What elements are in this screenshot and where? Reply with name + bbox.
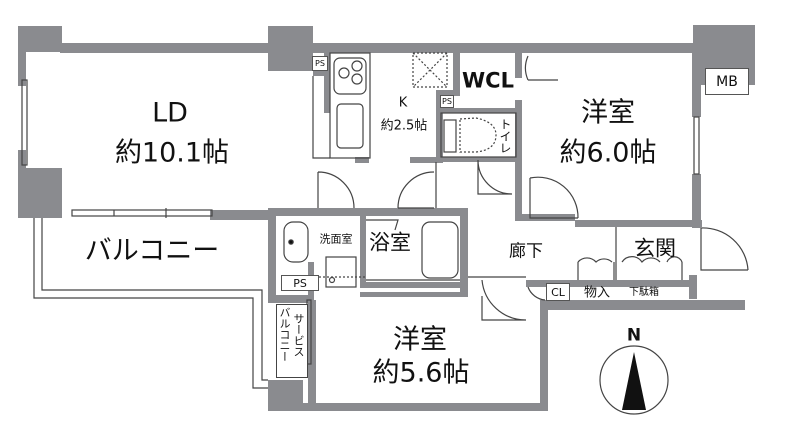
ps-box-3: PS (281, 275, 319, 291)
toilet-label: トイレ (498, 118, 512, 154)
entrance-label: 玄関 (634, 236, 676, 261)
lines (21, 52, 749, 415)
ld-name: LD (152, 97, 188, 129)
washroom-label: 洗面室 (319, 232, 353, 246)
room1-name: 洋室 (581, 97, 635, 129)
service-balcony-line2: バルコニー (278, 307, 291, 362)
bathroom-label: 浴室 (369, 230, 411, 255)
shoe-box-label: 下駄箱 (629, 287, 659, 298)
room2-size: 約5.6帖 (372, 357, 470, 389)
ps-box-1: PS (312, 56, 328, 71)
storage-label: 物入 (583, 285, 611, 301)
hallway-label: 廊下 (509, 241, 543, 262)
ld-size: 約10.1帖 (114, 137, 230, 169)
room2-name: 洋室 (393, 324, 447, 356)
kitchen-size: 約2.5帖 (380, 118, 428, 134)
ps-box-2: PS (440, 95, 454, 108)
mb-box: MB (705, 68, 749, 95)
kitchen-name: K (398, 95, 408, 111)
room1-size: 約6.0帖 (559, 137, 657, 169)
wcl-label: WCL (462, 68, 514, 93)
compass-north-label: N (626, 325, 642, 346)
balcony-label: バルコニー (84, 235, 220, 267)
closet-box: CL (546, 283, 570, 301)
walls (18, 25, 755, 411)
service-balcony-line1: サービス (292, 313, 305, 357)
service-balcony-box: サービス バルコニー (276, 304, 308, 378)
compass-arrow-icon (622, 352, 646, 410)
